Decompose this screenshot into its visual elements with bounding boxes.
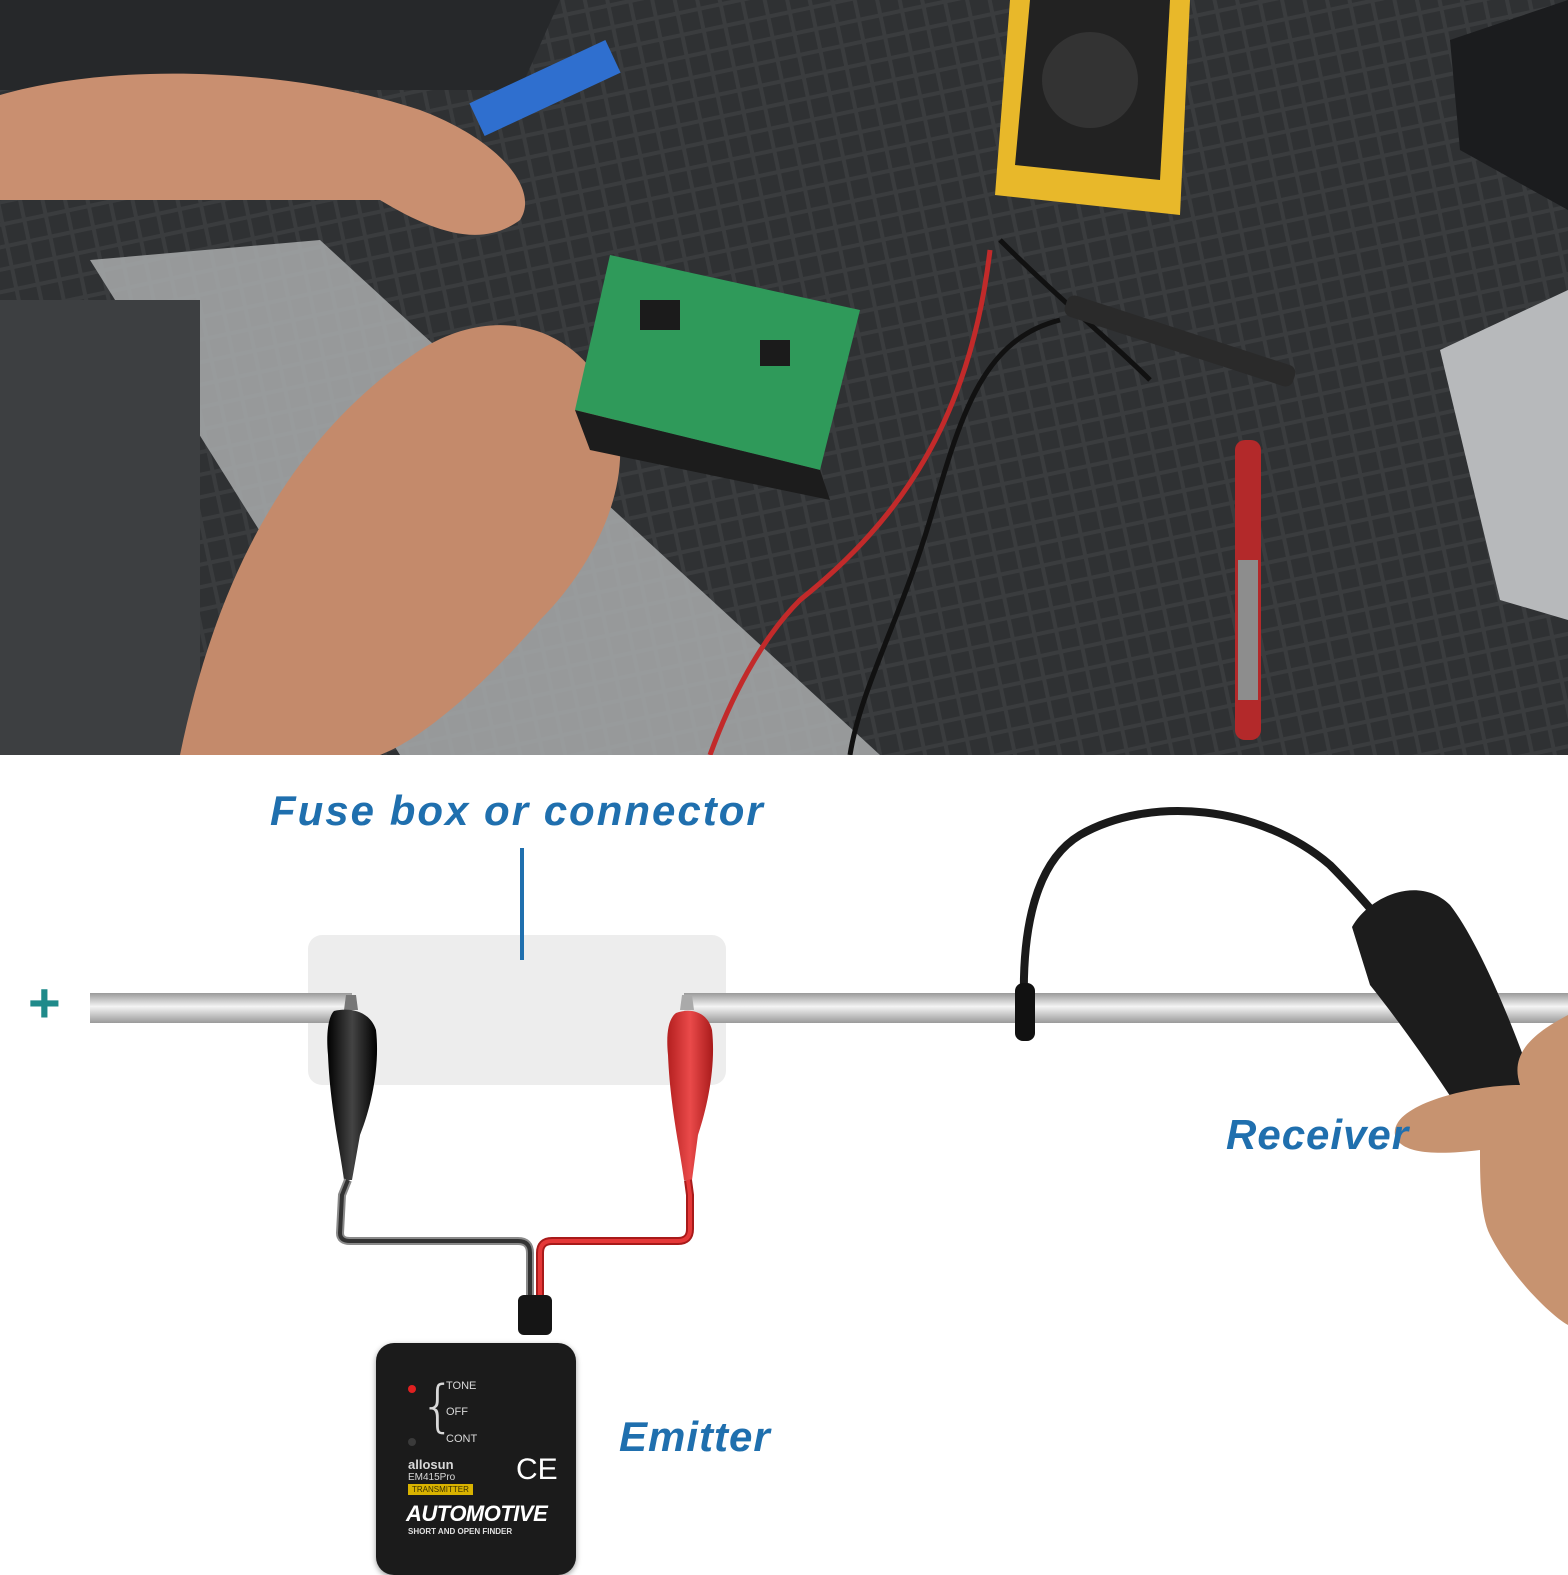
fuse-box-label: Fuse box or connector [270, 787, 765, 834]
positive-terminal-label: + [28, 971, 61, 1034]
wire-left [90, 993, 352, 1023]
workbench-photo-illustration [0, 0, 1568, 755]
ce-mark: CE [516, 1453, 558, 1486]
red-clip [667, 1010, 714, 1180]
fuse-box-area [308, 935, 726, 1085]
switch-brace: { [420, 1374, 456, 1439]
switch-tone-label: TONE [446, 1380, 477, 1392]
receiver-gooseneck [1019, 807, 1388, 1026]
emitter-device: { TONE OFF CONT allosun EM415Pro CE TRAN… [376, 1343, 576, 1575]
receiver-label: Receiver [1226, 1111, 1410, 1158]
emitter-label: Emitter [619, 1413, 771, 1460]
black-clip [327, 1009, 378, 1180]
wiring-diagram: + Fuse box or connector Receiver Emitter… [0, 755, 1568, 1575]
tone-led [408, 1385, 416, 1393]
receiver-hand [1394, 1015, 1568, 1325]
switch-cont-label: CONT [446, 1433, 478, 1445]
transmitter-tag: TRANSMITTER [408, 1484, 473, 1495]
wiring-diagram-graphic [90, 807, 1568, 1335]
automotive-title: AUTOMOTIVE [406, 1501, 548, 1526]
workbench-photo [0, 0, 1568, 755]
cont-led [408, 1438, 416, 1446]
switch-off-label: OFF [446, 1406, 468, 1418]
brand-label: allosun [408, 1457, 454, 1472]
automotive-subtitle: SHORT AND OPEN FINDER [408, 1527, 513, 1536]
model-label: EM415Pro [408, 1472, 456, 1483]
